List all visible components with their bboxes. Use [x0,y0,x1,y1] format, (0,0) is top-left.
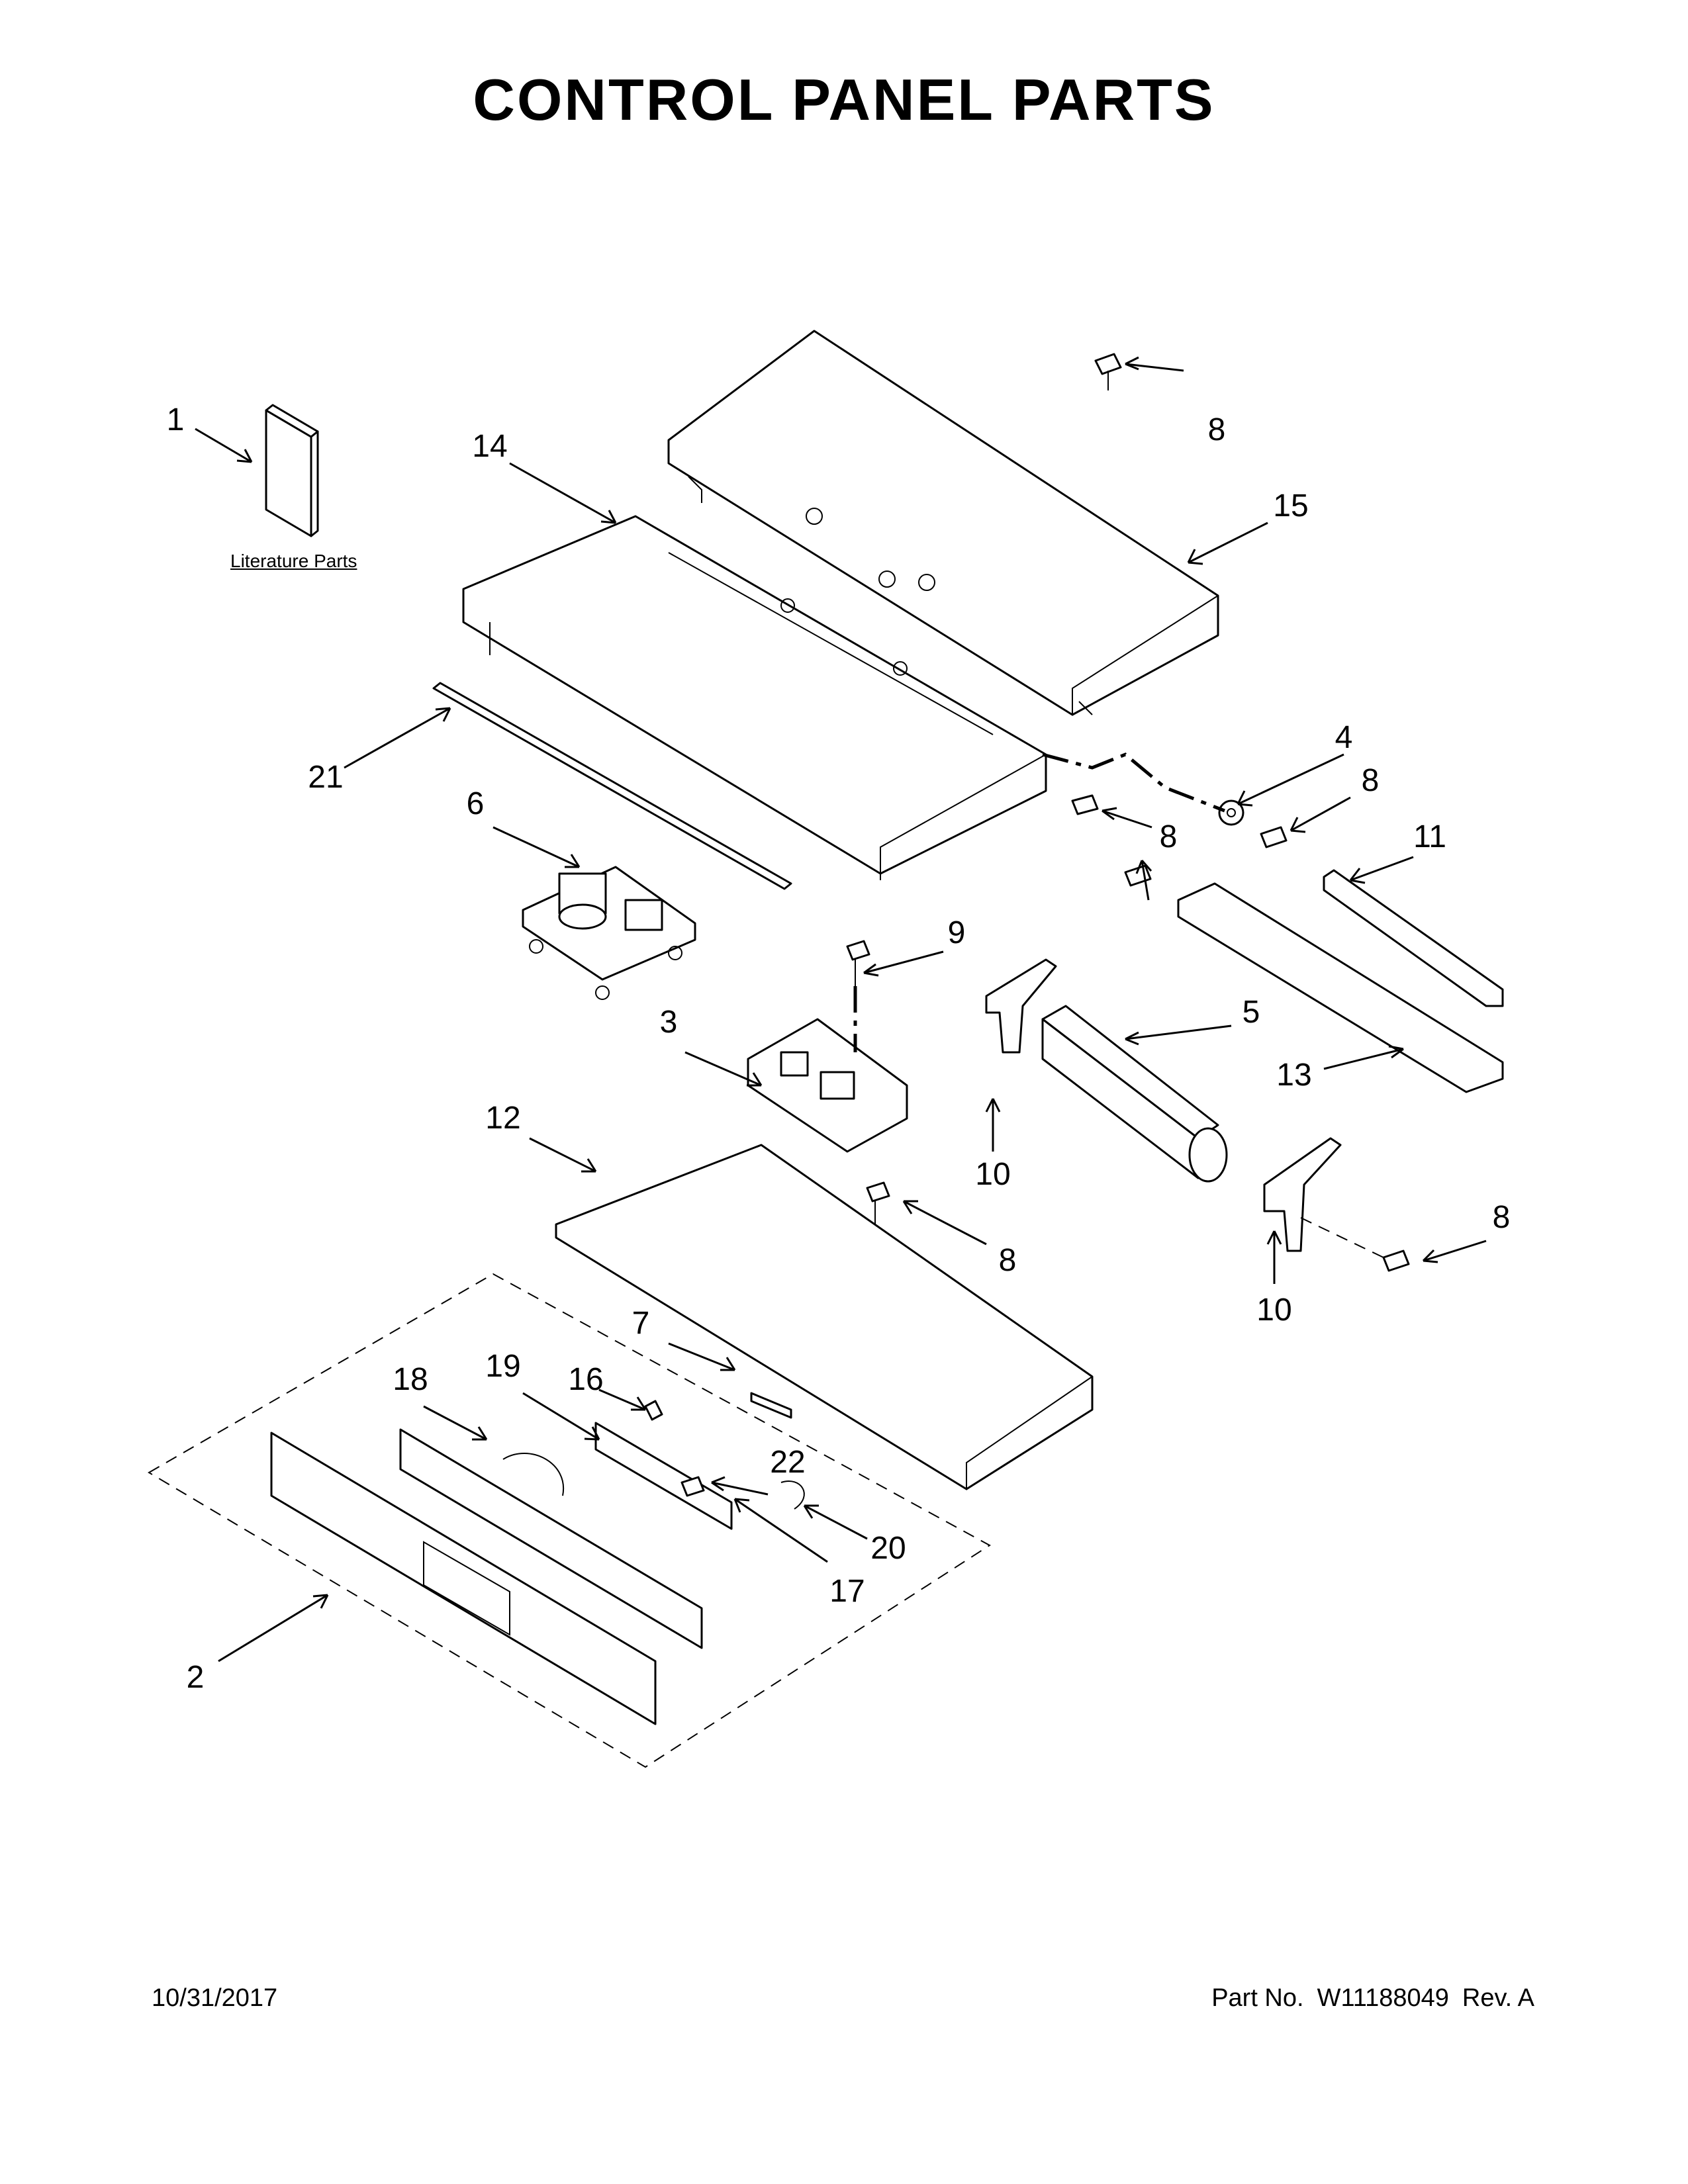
fastener-line-4 [1042,752,1225,813]
callout-18: 18 [393,1362,428,1397]
callout-7: 7 [632,1306,650,1341]
part-12-base-plate [555,1144,1094,1490]
part-number-label: Part No. [1211,1984,1304,2012]
callout-2: 2 [186,1660,205,1695]
part-7-bracket [750,1392,792,1419]
part-15-rear-cover [667,330,1219,716]
part-10-bracket-a [985,958,1057,1054]
part-14-top-panel [462,515,1047,880]
callout-16: 16 [568,1362,604,1397]
callout-8: 8 [998,1243,1017,1278]
part-20-wire [780,1480,805,1510]
page-title: CONTROL PANEL PARTS [473,67,1215,132]
callout-22: 22 [770,1445,806,1480]
callout-8: 8 [1159,819,1178,854]
part-3-control-board [747,1018,908,1153]
callout-6: 6 [466,786,485,821]
revision-label: Rev. A [1462,1984,1534,2012]
part-4-washer [1218,799,1244,826]
part-21-strip [432,682,792,890]
screw-set [846,353,1410,1272]
footer-date: 10/31/2017 [152,1984,278,2012]
callout-10: 10 [1256,1293,1292,1328]
callout-3: 3 [659,1005,678,1040]
part-22-screw [680,1476,705,1497]
callout-leaders [195,356,1487,1662]
callout-11: 11 [1413,819,1446,854]
part-number-value: W11188049 [1317,1984,1449,2012]
part-5-blower [1041,1005,1228,1183]
callout-10: 10 [975,1157,1011,1192]
callout-21: 21 [308,760,344,795]
callout-1: 1 [166,402,185,437]
callout-12: 12 [485,1101,521,1136]
callout-8: 8 [1207,412,1226,447]
fastener-line-8 [1300,1217,1384,1258]
callout-19: 19 [485,1349,521,1384]
callout-20: 20 [870,1531,906,1566]
part-13-bracket [1177,882,1504,1093]
part-11-strip [1323,869,1504,1007]
callout-5: 5 [1242,995,1260,1030]
part-6-power-board [522,866,696,1000]
literature-parts-label: Literature Parts [230,551,357,571]
part-16-clip [644,1400,663,1421]
callout-14: 14 [472,429,508,464]
panel-assembly-outline [148,1273,991,1768]
callout-8: 8 [1361,763,1380,798]
callout-15: 15 [1273,488,1309,523]
part-2-control-panel [270,1432,657,1725]
footer-part-number: Part No. W11188049 Rev. A [1211,1984,1534,2013]
part-18-19-user-interface [399,1422,733,1649]
callout-9: 9 [947,915,966,950]
callout-4: 4 [1335,720,1353,755]
callout-8: 8 [1492,1200,1511,1235]
part-10-bracket-b [1263,1137,1342,1252]
callout-17: 17 [829,1574,865,1609]
callout-13: 13 [1276,1058,1312,1093]
part-1-literature [265,404,319,537]
